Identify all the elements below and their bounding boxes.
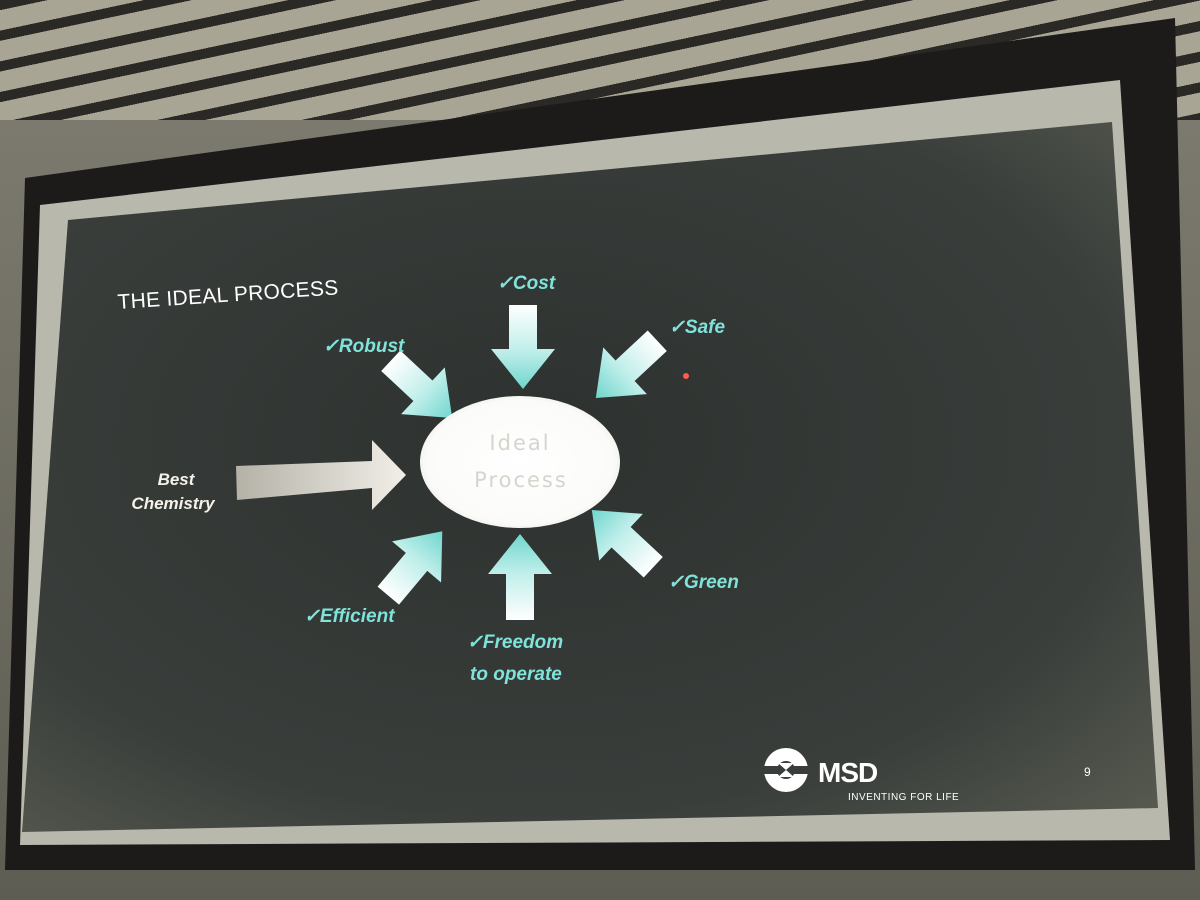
label-efficient: ✓Efficient [304, 606, 395, 627]
best-label-line2: Chemistry [131, 494, 216, 513]
best-label-line1: Best [158, 470, 196, 489]
label-green: ✓Green [668, 572, 739, 593]
label-freedom-line1: ✓Freedom [467, 632, 563, 653]
robust-arrow-icon [381, 350, 453, 419]
best-chemistry-arrow-icon [236, 440, 406, 510]
label-safe: ✓Safe [669, 317, 725, 338]
freedom-arrow-icon [488, 534, 552, 620]
label-freedom-line2: to operate [470, 664, 562, 685]
label-cost: ✓Cost [497, 273, 556, 294]
safe-arrow-icon [595, 330, 667, 399]
cost-arrow-icon [491, 305, 555, 389]
msd-tagline: INVENTING FOR LIFE [848, 792, 959, 803]
msd-logo: MSD INVENTING FOR LIFE [762, 748, 959, 803]
label-robust: ✓Robust [323, 336, 405, 357]
msd-logo-text: MSD [818, 757, 878, 788]
page-number: 9 [1084, 765, 1091, 779]
green-arrow-icon [591, 509, 663, 578]
laser-pointer-dot [683, 373, 689, 379]
center-label-line1: Ideal [489, 431, 550, 455]
ideal-process-ellipse [420, 396, 620, 528]
efficient-arrow-icon [377, 531, 443, 605]
center-label-line2: Process [474, 468, 568, 492]
